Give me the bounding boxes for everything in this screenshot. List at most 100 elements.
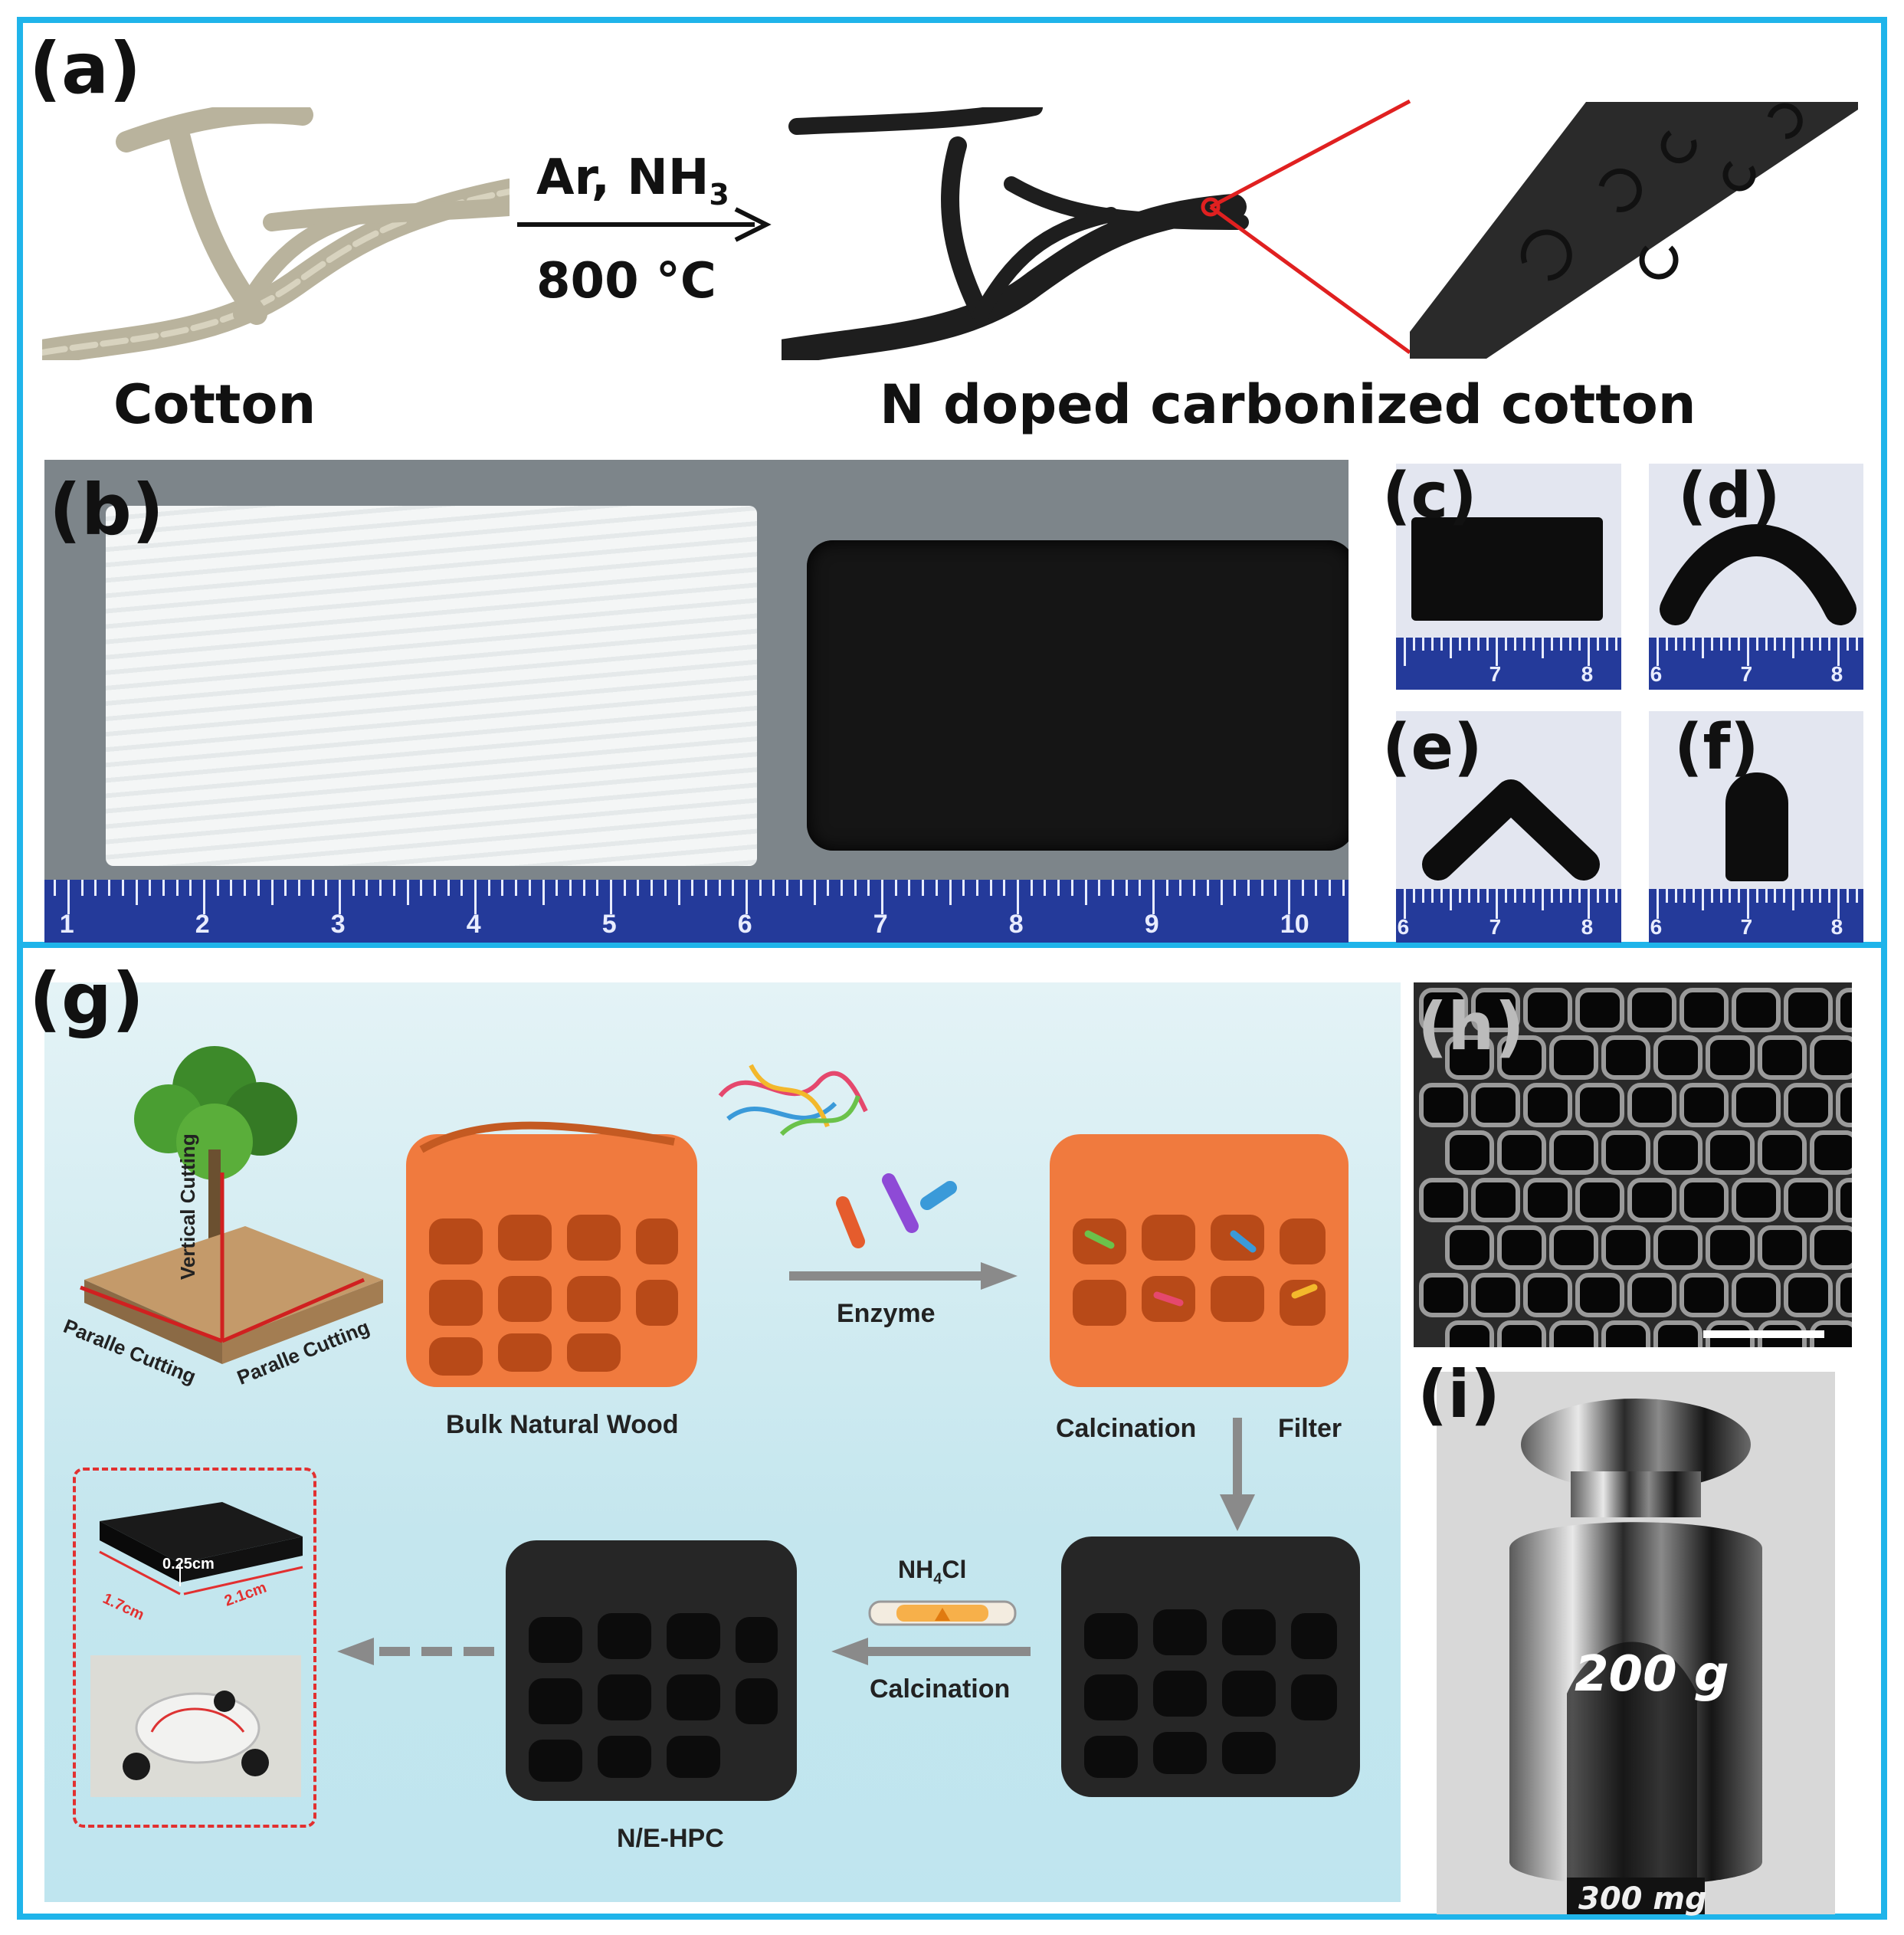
ruler-tick (827, 880, 830, 896)
sem-cell (1653, 1320, 1702, 1347)
ruler-number: 4 (466, 910, 481, 939)
sem-cell (1732, 1273, 1781, 1317)
electrode-sample (99, 1502, 303, 1596)
ruler-tick (1657, 638, 1659, 667)
ruler-tick (1719, 638, 1722, 651)
ruler-tick (691, 880, 694, 896)
ruler-tick (610, 880, 612, 915)
sem-cell (1784, 988, 1833, 1032)
sem-cell (1732, 988, 1781, 1032)
ruler-tick (365, 880, 369, 896)
reagent-top: Ar, NH3 (536, 149, 729, 212)
ruler-tick (1597, 889, 1599, 903)
sem-cell (1523, 1083, 1572, 1127)
sem-cell (1784, 1178, 1833, 1222)
device-inset-box (73, 1468, 316, 1828)
ruler-tick (1468, 889, 1470, 903)
sample-mass-label: 300 mg (1578, 1881, 1707, 1917)
carbon-fiber-illustration (782, 107, 1249, 360)
ruler-tick (1125, 880, 1128, 896)
ruler-tick (175, 880, 179, 896)
ruler-tick (935, 880, 938, 896)
ruler-tick (1486, 889, 1489, 903)
ruler-tick (1819, 889, 1822, 903)
ruler-tick (67, 880, 70, 915)
ruler-tick (203, 880, 205, 915)
ruler-number: 6 (1397, 915, 1410, 939)
ruler-tick (704, 880, 707, 896)
ruler-tick (1139, 880, 1142, 896)
sem-cell (1523, 1178, 1572, 1222)
sem-cell (1758, 1035, 1807, 1080)
ruler-tick (1084, 880, 1087, 905)
ruler-number: 7 (1489, 662, 1502, 686)
ruler-tick (1810, 889, 1813, 903)
nh4cl-label: NH4Cl (898, 1556, 967, 1588)
panel-i-photo (1437, 1372, 1835, 1914)
dashed-arrow (337, 1638, 494, 1665)
ruler-tick (1111, 880, 1114, 896)
fiber-surface-zoom (1410, 102, 1858, 359)
ruler-tick (1710, 638, 1713, 651)
ruler-tick (1057, 880, 1060, 896)
ruler-tick (1193, 880, 1196, 896)
sem-cell (1549, 1225, 1598, 1270)
panel-e-label: (e) (1382, 711, 1483, 784)
ruler-tick (1459, 638, 1461, 651)
ruler-tick (1422, 638, 1424, 651)
ruler-tick (1710, 889, 1713, 903)
ruler-tick (339, 880, 341, 915)
ruler-tick (189, 880, 192, 896)
ruler-tick (1578, 638, 1581, 651)
ruler-tick (1234, 880, 1237, 896)
ruler-tick (1755, 638, 1758, 651)
ruler-tick (297, 880, 300, 896)
ruler-tick (1098, 880, 1101, 896)
ruler-number: 8 (1581, 662, 1594, 686)
ruler-tick (664, 880, 667, 896)
panel-f-label: (f) (1674, 711, 1759, 784)
sem-cell (1836, 1273, 1852, 1317)
sem-cell (1497, 1225, 1546, 1270)
sem-cell (1706, 1225, 1755, 1270)
ruler-tick (908, 880, 911, 896)
ruler-number: 7 (1489, 915, 1502, 939)
sem-cell (1680, 1083, 1729, 1127)
ruler-tick (1450, 638, 1452, 659)
ruler-tick (746, 880, 748, 915)
ruler-tick (582, 880, 585, 896)
ruler-number: 3 (330, 910, 346, 939)
ruler-tick (216, 880, 219, 896)
ruler-tick (1551, 638, 1553, 651)
down-arrow (1220, 1418, 1255, 1531)
carbonized-caption: N doped carbonized cotton (880, 373, 1696, 436)
wood-block-tree (80, 1046, 383, 1364)
ruler-tick (1665, 889, 1668, 903)
ruler-tick (1588, 638, 1590, 667)
ruler-tick (1505, 638, 1507, 651)
ruler-tick (108, 880, 111, 896)
panel-d-label: (d) (1678, 460, 1781, 533)
ruler-tick (1665, 638, 1668, 651)
ruler-tick (1532, 638, 1535, 651)
ruler-tick (1440, 889, 1443, 903)
ruler-tick (975, 880, 978, 896)
ruler-tick (1738, 889, 1741, 903)
panel-a-label: (a) (29, 28, 142, 110)
ruler-tick (501, 880, 504, 896)
ruler-tick (962, 880, 965, 896)
sem-cell (1653, 1225, 1702, 1270)
ruler-number: 7 (1740, 662, 1753, 686)
ruler-tick (1810, 638, 1813, 651)
sem-cell (1549, 1035, 1598, 1080)
ruler-tick (1523, 889, 1525, 903)
ruler-number: 7 (873, 910, 888, 939)
ruler-tick (1523, 638, 1525, 651)
sem-cell (1836, 1083, 1852, 1127)
sem-cell (1601, 1130, 1650, 1175)
dim-thickness: 0.25cm (162, 1556, 215, 1573)
